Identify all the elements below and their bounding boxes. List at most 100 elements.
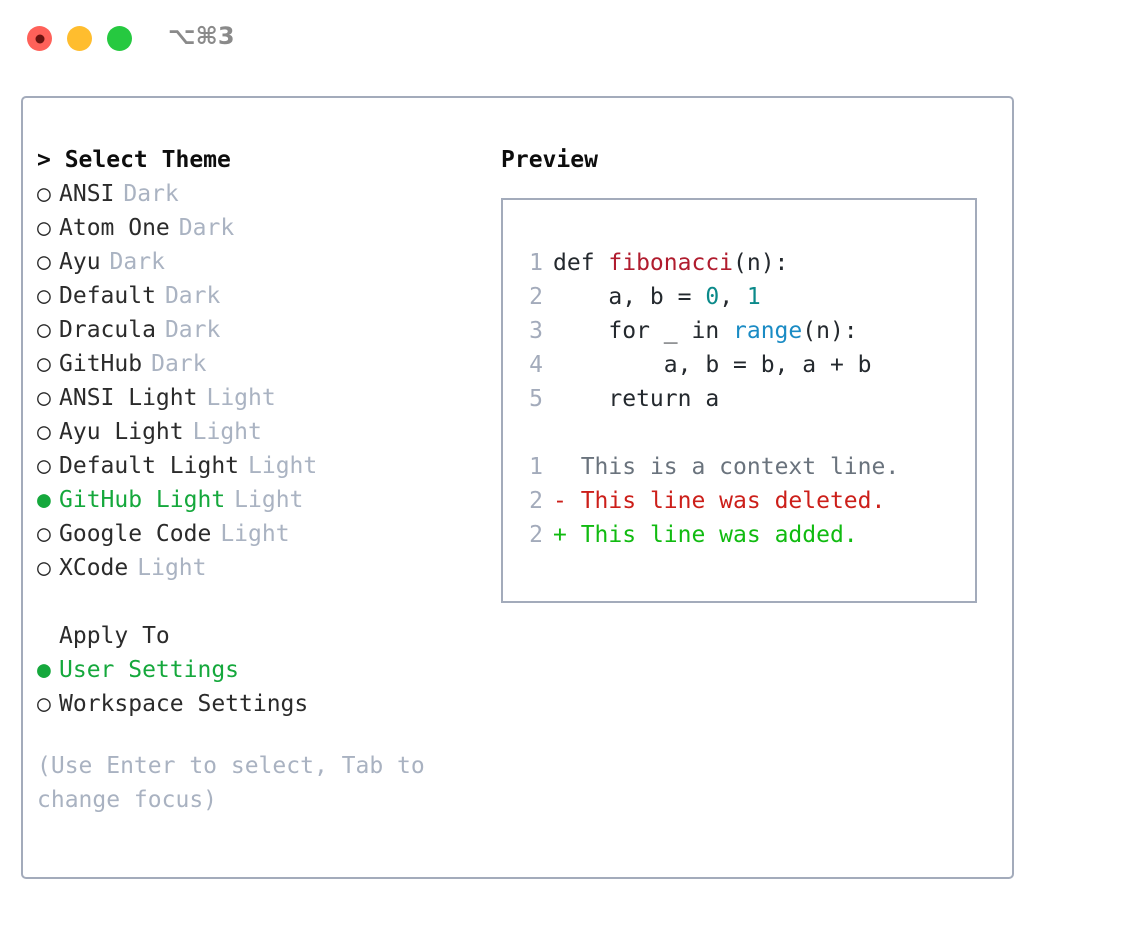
radio-unselected-icon: ○ — [37, 249, 51, 275]
radio-unselected-icon: ○ — [37, 181, 51, 207]
code-line-number: 3 — [529, 318, 543, 344]
apply-to-header: Apply To — [59, 623, 170, 649]
diff-sample: 1 This is a context line.2- This line wa… — [517, 450, 969, 552]
code-token-plain: return a — [553, 386, 720, 412]
theme-option-badge: Light — [137, 555, 207, 581]
theme-option-label: ANSI Light — [59, 385, 198, 411]
theme-option-badge: Light — [192, 419, 262, 445]
column-spacer — [37, 585, 487, 619]
theme-option-label: Dracula — [59, 317, 156, 343]
code-token-plain: (n): — [733, 250, 789, 276]
code-line-number: 5 — [529, 386, 543, 412]
diff-line: 2+ This line was added. — [517, 518, 969, 552]
theme-option-badge: Light — [234, 487, 304, 513]
radio-unselected-icon: ○ — [37, 555, 51, 581]
minimize-window-icon[interactable] — [67, 26, 92, 51]
apply-to-option-user-settings[interactable]: ●User Settings — [37, 653, 487, 687]
diff-marker: - — [553, 488, 581, 514]
code-line: 5 return a — [517, 382, 969, 416]
code-line-text: a, b = b, a + b — [543, 348, 872, 382]
code-line: 2 a, b = 0, 1 — [517, 280, 969, 314]
code-token-call: range — [733, 318, 803, 344]
theme-option-label: Ayu — [59, 249, 101, 275]
code-token-plain: , — [719, 284, 747, 310]
code-line-text: a, b = 0, 1 — [543, 280, 761, 314]
theme-option-ayu-light[interactable]: ○ Ayu Light Light — [37, 415, 487, 449]
code-token-plain: a, b = — [553, 284, 706, 310]
theme-option-badge: Light — [220, 521, 290, 547]
code-line: 3 for _ in range(n): — [517, 314, 969, 348]
apply-to-option-label: User Settings — [59, 657, 240, 683]
code-token-plain: (n): — [802, 318, 858, 344]
code-token-plain: a, b = b, a + b — [553, 352, 872, 378]
maximize-window-icon[interactable] — [107, 26, 132, 51]
diff-line-text: + This line was added. — [543, 518, 858, 552]
code-line-number: 1 — [529, 250, 543, 276]
radio-unselected-icon: ○ — [37, 215, 51, 241]
preview-header: Preview — [501, 147, 598, 173]
theme-option-label: Google Code — [59, 521, 212, 547]
radio-unselected-icon: ○ — [37, 521, 51, 547]
theme-option-default-light[interactable]: ○ Default Light Light — [37, 449, 487, 483]
code-token-num: 1 — [746, 284, 761, 310]
keyboard-shortcut-label: ⌥⌘3 — [168, 22, 235, 50]
theme-option-badge: Dark — [164, 317, 221, 343]
theme-option-ansi[interactable]: ○ ANSI Dark — [37, 177, 487, 211]
radio-unselected-icon: ○ — [37, 283, 51, 309]
theme-option-xcode[interactable]: ○ XCode Light — [37, 551, 487, 585]
theme-option-badge: Dark — [123, 181, 179, 207]
keyboard-hint-text: (Use Enter to select, Tab to change focu… — [37, 753, 439, 813]
title-bar: ⌥⌘3 — [0, 0, 1140, 78]
theme-option-label: Default — [59, 283, 156, 309]
theme-option-label: Atom One — [59, 215, 170, 241]
code-line-text: return a — [543, 382, 719, 416]
diff-line-number: 1 — [529, 454, 543, 480]
radio-unselected-icon: ○ — [37, 385, 51, 411]
theme-option-ayu[interactable]: ○ Ayu Dark — [37, 245, 487, 279]
theme-option-label: XCode — [59, 555, 129, 581]
theme-option-label: Ayu Light — [59, 419, 184, 445]
code-line-number: 4 — [529, 352, 543, 378]
theme-option-label: GitHub — [59, 351, 143, 377]
code-line: 4 a, b = b, a + b — [517, 348, 969, 382]
apply-to-option-label: Workspace Settings — [59, 691, 309, 717]
theme-option-badge: Light — [248, 453, 318, 479]
code-token-plain: for _ in — [553, 318, 734, 344]
code-diff-spacer — [517, 416, 969, 450]
apply-to-option-workspace-settings[interactable]: ○Workspace Settings — [37, 687, 487, 721]
theme-option-google-code[interactable]: ○ Google Code Light — [37, 517, 487, 551]
theme-option-default[interactable]: ○ Default Dark — [37, 279, 487, 313]
diff-content: This is a context line. — [580, 454, 900, 480]
close-window-icon[interactable] — [27, 26, 52, 51]
diff-line: 2- This line was deleted. — [517, 484, 969, 518]
radio-unselected-icon: ○ — [37, 351, 51, 377]
radio-unselected-icon: ○ — [37, 317, 51, 343]
diff-content: This line was deleted. — [580, 488, 886, 514]
code-token-plain: def — [553, 250, 609, 276]
theme-option-dracula[interactable]: ○ Dracula Dark — [37, 313, 487, 347]
diff-marker: + — [553, 522, 581, 548]
radio-unselected-icon: ○ — [37, 453, 51, 479]
radio-unselected-icon: ○ — [37, 419, 51, 445]
code-token-num: 0 — [705, 284, 720, 310]
code-line: 1 def fibonacci(n): — [517, 246, 969, 280]
diff-content: This line was added. — [580, 522, 858, 548]
theme-option-label: Default Light — [59, 453, 240, 479]
theme-option-label: ANSI — [59, 181, 115, 207]
theme-option-badge: Dark — [164, 283, 221, 309]
code-token-fn: fibonacci — [608, 250, 734, 276]
apply-to-option-list: ●User Settings○Workspace Settings — [37, 653, 487, 721]
theme-option-label: GitHub Light — [59, 487, 226, 513]
theme-option-badge: Dark — [109, 249, 165, 275]
diff-marker — [553, 454, 581, 480]
diff-line: 1 This is a context line. — [517, 450, 969, 484]
